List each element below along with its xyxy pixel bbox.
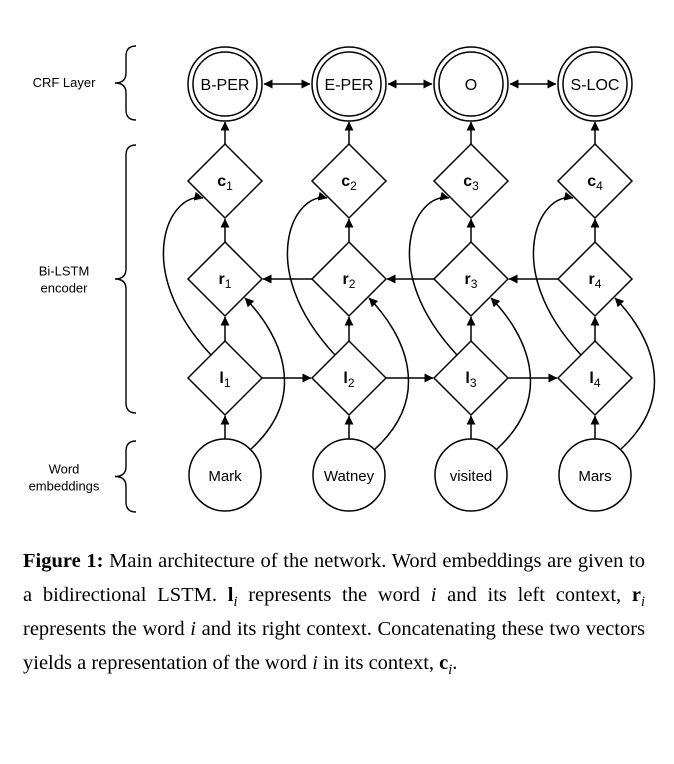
edge-l-to-c	[162, 191, 212, 356]
crf-node-inner	[562, 51, 628, 117]
r-node	[432, 240, 510, 318]
l-node-label: l2	[343, 370, 354, 390]
l-node	[186, 339, 264, 417]
r-node	[186, 240, 264, 318]
word-node	[434, 438, 508, 512]
c-node	[432, 142, 510, 220]
l-node-label: l1	[219, 370, 230, 390]
word-node	[312, 438, 386, 512]
word-node	[188, 438, 262, 512]
crf-layer-label: CRF Layer	[33, 75, 97, 90]
edge-l-to-c	[408, 191, 458, 356]
crf-label: O	[465, 77, 477, 94]
caption-label: Figure 1:	[23, 550, 104, 572]
word-embeddings-label: embeddings	[29, 479, 100, 494]
edge-word-to-r	[490, 297, 532, 450]
c-node-label: c3	[463, 173, 479, 193]
word-label: Mars	[578, 468, 611, 485]
l-node	[556, 339, 634, 417]
l-node-label: l3	[465, 370, 476, 390]
r-node-label: r2	[343, 271, 356, 291]
c-node-label: c4	[587, 173, 603, 193]
word-label: Watney	[324, 468, 375, 485]
crf-node-inner	[192, 51, 258, 117]
c-node-label: c2	[341, 173, 357, 193]
r-node	[310, 240, 388, 318]
r-node-label: r3	[465, 271, 478, 291]
l-node-label: l4	[589, 370, 600, 390]
l-node	[432, 339, 510, 417]
word-node	[558, 438, 632, 512]
crf-node-inner	[438, 51, 504, 117]
crf-node-inner	[316, 51, 382, 117]
figure-caption: Figure 1: Main architecture of the netwo…	[23, 550, 646, 679]
l-node	[310, 339, 388, 417]
word-label: Mark	[208, 468, 242, 485]
r-node	[556, 240, 634, 318]
bilstm-brace	[114, 144, 137, 414]
word-label: visited	[450, 468, 493, 485]
c-node	[556, 142, 634, 220]
c-node-label: c1	[217, 173, 233, 193]
layer-braces	[114, 45, 137, 513]
c-node	[186, 142, 264, 220]
edge-l-to-c	[286, 191, 336, 356]
edge-word-to-r	[614, 297, 656, 450]
edge-word-to-r	[244, 297, 286, 450]
r-node-label: r1	[219, 271, 232, 291]
bilstm-encoder-label: Bi-LSTM	[39, 264, 90, 279]
bilstm-encoder-label: encoder	[41, 281, 89, 296]
crf-label: S-LOC	[571, 77, 620, 94]
crf-label: E-PER	[325, 77, 374, 94]
word-embeddings-label: Word	[49, 462, 80, 477]
r-node-label: r4	[589, 271, 602, 291]
edge-word-to-r	[368, 297, 410, 450]
crf-label: B-PER	[201, 77, 250, 94]
crf-brace	[114, 45, 137, 121]
embedding-brace	[114, 440, 137, 513]
edge-l-to-c	[532, 191, 582, 356]
diagram-edges	[162, 79, 656, 450]
c-node	[310, 142, 388, 220]
